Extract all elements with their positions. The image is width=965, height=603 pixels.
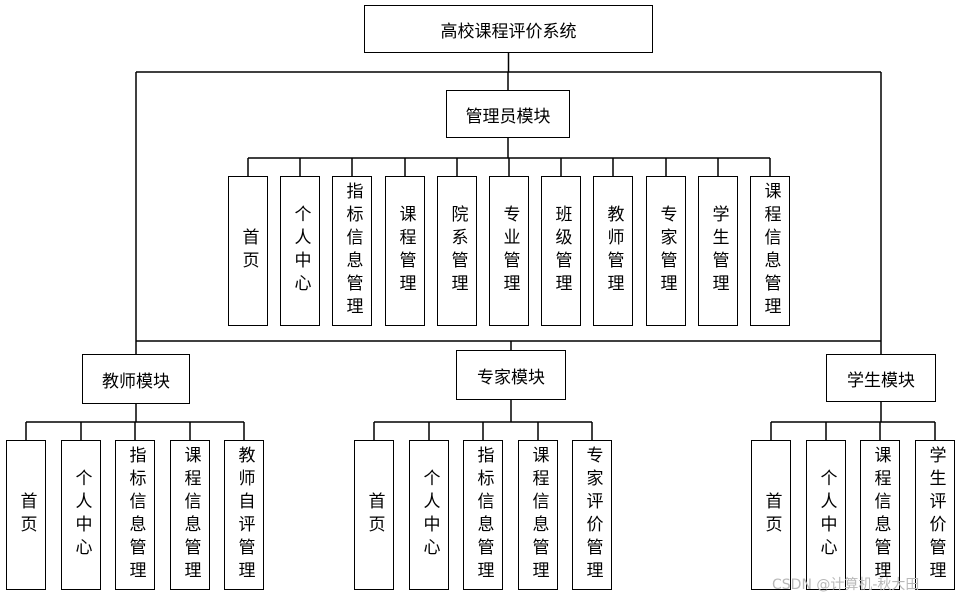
watermark: CSDN @计算机-秋大田 (772, 577, 920, 593)
teacher-leaf-label: 课程信息管理 (180, 446, 201, 584)
admin-leaf: 课程信息管理 (750, 176, 790, 326)
expert-leaf-label: 课程信息管理 (528, 446, 549, 584)
root-node: 高校课程评价系统 (364, 5, 653, 53)
student-leaf-label: 课程信息管理 (870, 446, 891, 584)
admin-leaf: 学生管理 (698, 176, 738, 326)
teacher-leaf: 教师自评管理 (224, 440, 264, 590)
admin-leaf-label: 专家管理 (656, 205, 677, 297)
admin-leaf-label: 课程管理 (395, 205, 416, 297)
admin-leaf: 班级管理 (541, 176, 581, 326)
admin-leaf: 指标信息管理 (332, 176, 372, 326)
expert-leaf: 首页 (354, 440, 394, 590)
student-leaf-label: 个人中心 (816, 469, 837, 561)
teacher-leaf-label: 指标信息管理 (125, 446, 146, 584)
admin-leaf-label: 课程信息管理 (760, 182, 781, 320)
admin-leaf-label: 指标信息管理 (342, 182, 363, 320)
admin-leaf-label: 首页 (238, 228, 259, 274)
expert-leaf: 指标信息管理 (463, 440, 503, 590)
teacher-leaf: 个人中心 (61, 440, 101, 590)
admin-leaf: 课程管理 (385, 176, 425, 326)
expert-leaf-label: 个人中心 (419, 469, 440, 561)
admin-leaf-label: 班级管理 (551, 205, 572, 297)
admin-leaf-label: 学生管理 (708, 205, 729, 297)
admin-module-node: 管理员模块 (446, 90, 570, 138)
expert-module-node: 专家模块 (456, 350, 566, 400)
student-module-node: 学生模块 (826, 354, 936, 402)
admin-leaf: 院系管理 (437, 176, 477, 326)
teacher-leaf: 课程信息管理 (170, 440, 210, 590)
student-leaf: 学生评价管理 (915, 440, 955, 590)
admin-leaf-label: 院系管理 (447, 205, 468, 297)
admin-leaf: 专业管理 (489, 176, 529, 326)
admin-module-node-label: 管理员模块 (465, 106, 551, 127)
admin-leaf-label: 个人中心 (290, 205, 311, 297)
root-node-label: 高校课程评价系统 (440, 21, 577, 42)
teacher-leaf-label: 个人中心 (71, 469, 92, 561)
admin-leaf-label: 专业管理 (499, 205, 520, 297)
student-leaf-label: 学生评价管理 (925, 446, 946, 584)
student-leaf-label: 首页 (761, 492, 782, 538)
teacher-module-node-label: 教师模块 (102, 371, 170, 392)
expert-leaf: 专家评价管理 (572, 440, 612, 590)
expert-leaf-label: 专家评价管理 (582, 446, 603, 584)
admin-leaf: 专家管理 (646, 176, 686, 326)
teacher-leaf-label: 教师自评管理 (234, 446, 255, 584)
teacher-leaf: 首页 (6, 440, 46, 590)
expert-leaf: 个人中心 (409, 440, 449, 590)
admin-leaf: 教师管理 (593, 176, 633, 326)
admin-leaf-label: 教师管理 (603, 205, 624, 297)
student-leaf: 首页 (751, 440, 791, 590)
teacher-leaf: 指标信息管理 (115, 440, 155, 590)
student-module-node-label: 学生模块 (847, 370, 915, 391)
expert-module-node-label: 专家模块 (477, 367, 545, 388)
teacher-module-node: 教师模块 (82, 354, 190, 404)
admin-leaf: 首页 (228, 176, 268, 326)
student-leaf: 个人中心 (806, 440, 846, 590)
student-leaf: 课程信息管理 (860, 440, 900, 590)
expert-leaf-label: 指标信息管理 (473, 446, 494, 584)
admin-leaf: 个人中心 (280, 176, 320, 326)
teacher-leaf-label: 首页 (16, 492, 37, 538)
expert-leaf-label: 首页 (364, 492, 385, 538)
expert-leaf: 课程信息管理 (518, 440, 558, 590)
